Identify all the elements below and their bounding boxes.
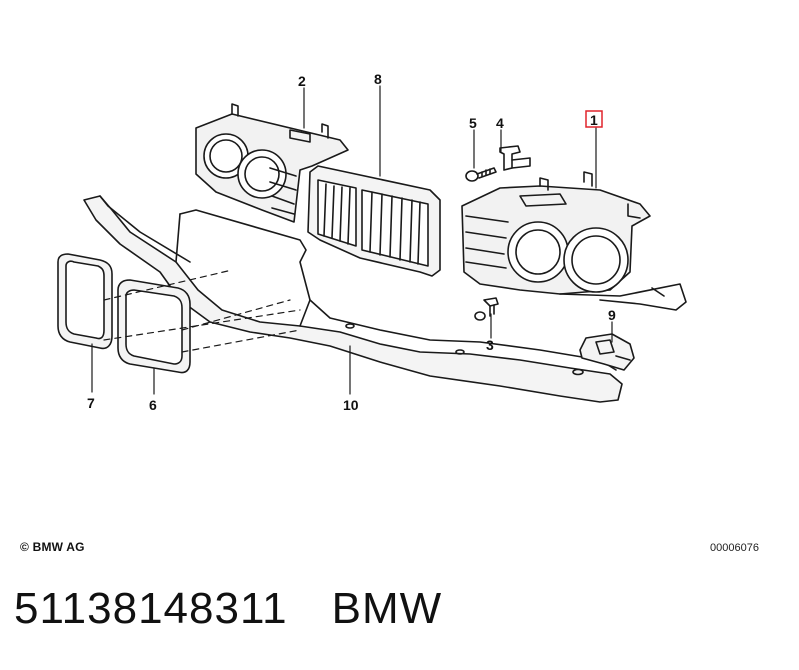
part-1-highlight-box [585, 110, 603, 128]
part-number: 51138148311 [14, 584, 288, 633]
part-label-3[interactable]: 3 [486, 337, 494, 353]
part-7-headlight-ring [57, 253, 113, 350]
part-label-8[interactable]: 8 [374, 71, 382, 87]
part-label-1[interactable]: 1 [590, 112, 598, 128]
part-labels: 2 8 5 4 1 3 9 7 6 10 [87, 71, 616, 413]
part-9-bracket [579, 333, 635, 371]
part-label-10[interactable]: 10 [343, 397, 359, 413]
part-5-screw [465, 167, 497, 182]
brand-name: BMW [331, 584, 443, 633]
part-label-4[interactable]: 4 [496, 115, 504, 131]
part-label-9[interactable]: 9 [608, 307, 616, 323]
part-4-clip [499, 145, 531, 171]
part-1-grille-right [461, 171, 687, 311]
part-label-2[interactable]: 2 [298, 73, 306, 89]
leader-lines [91, 85, 613, 395]
part-3-fastener [474, 297, 499, 321]
part-label-7[interactable]: 7 [87, 395, 95, 411]
part-6-headlight-ring [117, 279, 191, 374]
part-10-trim-panel [83, 195, 623, 403]
part-2-grille-left [195, 103, 349, 223]
part-label-5[interactable]: 5 [469, 115, 477, 131]
part-8-kidney-grille [307, 165, 441, 277]
part-caption: 51138148311 BMW [14, 584, 442, 634]
drawing-id: 00006076 [710, 542, 759, 554]
parts-diagram: 2 8 5 4 1 3 9 7 6 10 [57, 71, 687, 413]
copyright-notice: © BMW AG [20, 540, 85, 554]
assembly-lines [103, 269, 301, 353]
part-label-6[interactable]: 6 [149, 397, 157, 413]
